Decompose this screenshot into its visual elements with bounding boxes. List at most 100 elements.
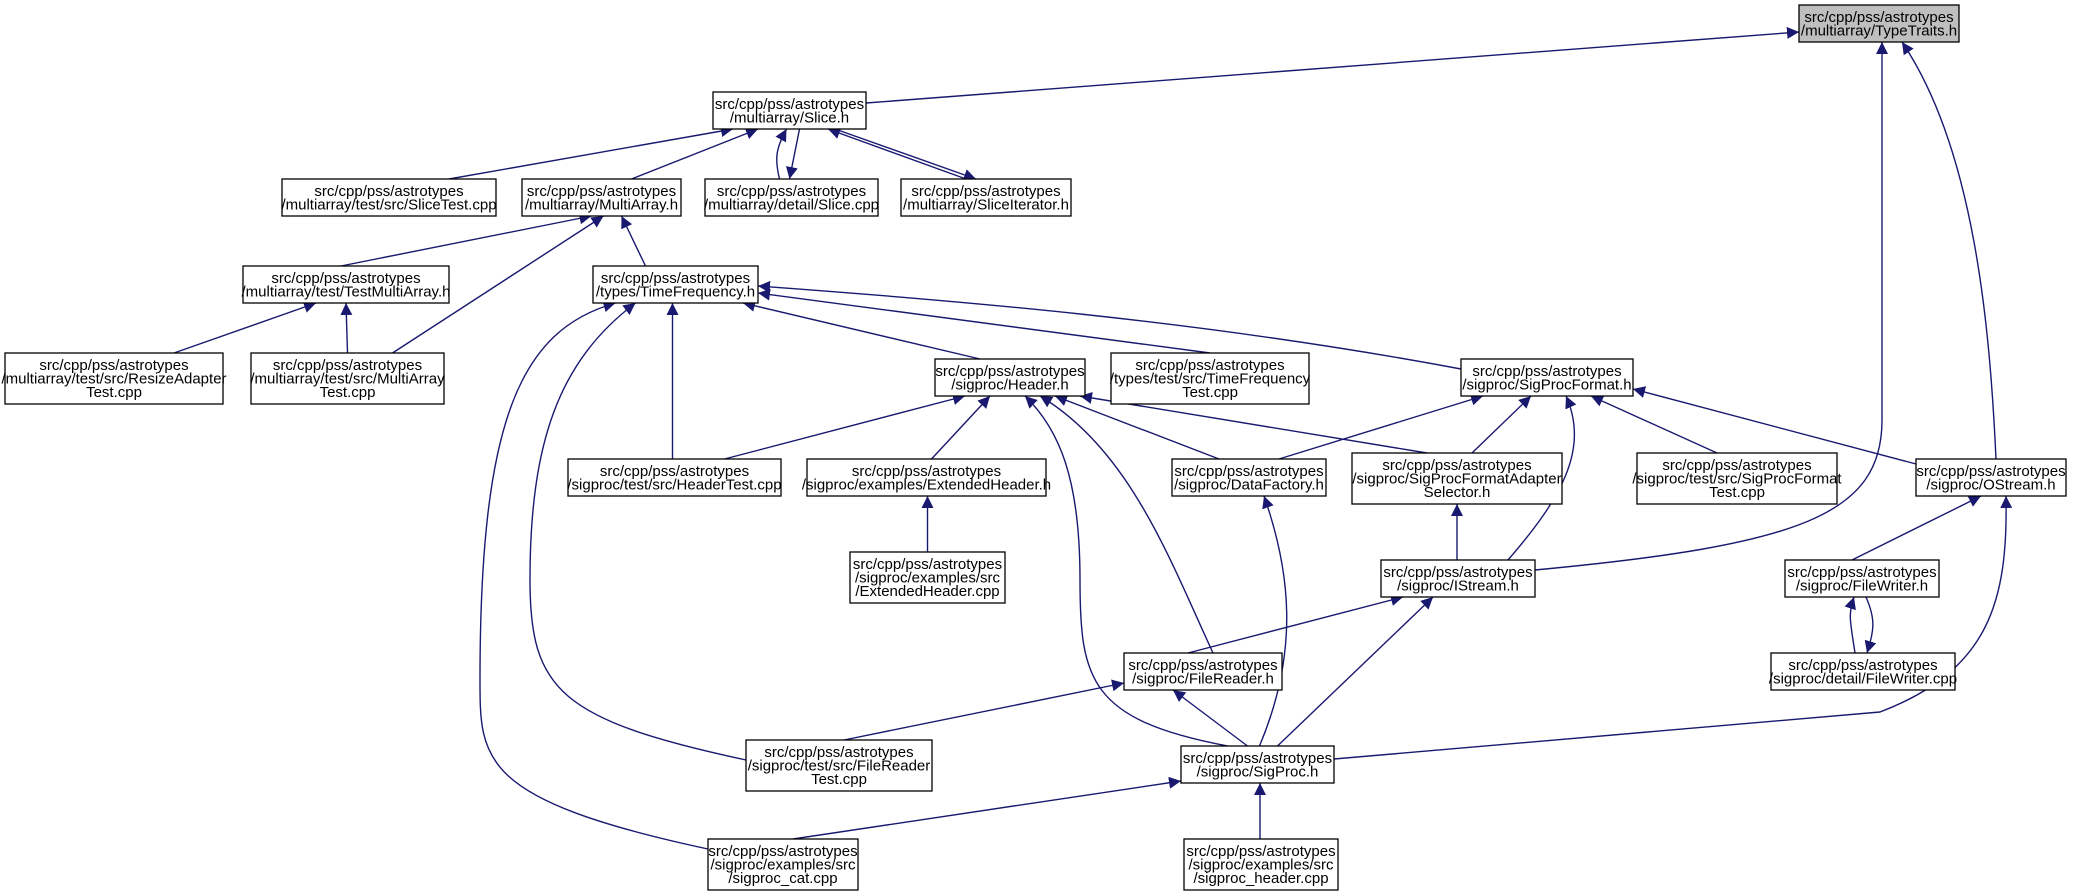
node-multiarraytest[interactable]: src/cpp/pss/astrotypes/multiarray/test/s… bbox=[250, 352, 445, 405]
node-box bbox=[704, 178, 879, 217]
node-sliceiter[interactable]: src/cpp/pss/astrotypes/multiarray/SliceI… bbox=[900, 178, 1072, 217]
node-label-line: Selector.h bbox=[1424, 484, 1491, 501]
node-slicetest[interactable]: src/cpp/pss/astrotypes/multiarray/test/s… bbox=[281, 178, 497, 217]
node-datafactory[interactable]: src/cpp/pss/astrotypes/sigproc/DataFacto… bbox=[1171, 458, 1327, 497]
node-box bbox=[1915, 458, 2067, 497]
edge-extheader_h-to-header_h bbox=[930, 395, 991, 460]
node-label-line: /sigproc/OStream.h bbox=[1926, 476, 2055, 493]
node-label-line: src/cpp/pss/astrotypes bbox=[314, 183, 463, 200]
node-spformattest[interactable]: src/cpp/pss/astrotypes/sigproc/test/src/… bbox=[1632, 452, 1842, 505]
node-label-line: src/cpp/pss/astrotypes bbox=[1135, 357, 1284, 374]
edge-slicetest-to-slice_h bbox=[448, 125, 734, 180]
node-box bbox=[900, 178, 1072, 217]
node-label-line: src/cpp/pss/astrotypes bbox=[852, 463, 1001, 480]
node-label-line: src/cpp/pss/astrotypes bbox=[911, 183, 1060, 200]
node-label-line: /sigproc/Header.h bbox=[951, 376, 1069, 393]
edge-ostream-to-typetraits bbox=[1901, 41, 1997, 460]
node-label-line: src/cpp/pss/astrotypes bbox=[527, 183, 676, 200]
edge-spfadapter-to-sigprocformat bbox=[1471, 395, 1532, 454]
node-box bbox=[1351, 452, 1563, 505]
node-label-line: src/cpp/pss/astrotypes bbox=[1186, 843, 1335, 860]
node-label-line: src/cpp/pss/astrotypes bbox=[715, 96, 864, 113]
node-label-line: /sigproc/examples/src bbox=[710, 857, 856, 874]
node-box bbox=[250, 352, 445, 405]
node-box bbox=[1123, 652, 1283, 691]
node-multiarray_h[interactable]: src/cpp/pss/astrotypes/multiarray/MultiA… bbox=[521, 178, 682, 217]
node-box bbox=[712, 91, 867, 130]
node-extheader_h[interactable]: src/cpp/pss/astrotypes/sigproc/examples/… bbox=[802, 458, 1051, 497]
node-label-line: /types/TimeFrequency.h bbox=[596, 283, 755, 300]
node-slice_h[interactable]: src/cpp/pss/astrotypes/multiarray/Slice.… bbox=[712, 91, 867, 130]
edge-sigproc_h-to-filereader_h bbox=[1172, 689, 1248, 747]
node-label-line: Test.cpp bbox=[1709, 484, 1765, 501]
node-resizeadapter[interactable]: src/cpp/pss/astrotypes/multiarray/test/s… bbox=[1, 352, 227, 405]
node-filewriter_h[interactable]: src/cpp/pss/astrotypes/sigproc/FileWrite… bbox=[1784, 559, 1940, 598]
node-label-line: src/cpp/pss/astrotypes bbox=[600, 463, 749, 480]
node-typetraits[interactable]: src/cpp/pss/astrotypes/multiarray/TypeTr… bbox=[1798, 4, 1960, 43]
node-sigproc_h[interactable]: src/cpp/pss/astrotypes/sigproc/SigProc.h bbox=[1180, 745, 1335, 784]
node-label-line: src/cpp/pss/astrotypes bbox=[39, 357, 188, 374]
node-box bbox=[4, 352, 224, 405]
node-box bbox=[1183, 838, 1339, 891]
node-spfadapter[interactable]: src/cpp/pss/astrotypes/sigproc/SigProcFo… bbox=[1351, 452, 1563, 505]
node-label-line: src/cpp/pss/astrotypes bbox=[1174, 463, 1323, 480]
edge-multiarraytest-to-multiarray_h bbox=[392, 215, 604, 354]
edge-sigproc_cat-to-sigproc_h bbox=[792, 776, 1182, 840]
node-label-line: src/cpp/pss/astrotypes bbox=[1383, 564, 1532, 581]
node-ostream[interactable]: src/cpp/pss/astrotypes/sigproc/OStream.h bbox=[1915, 458, 2067, 497]
node-box bbox=[707, 838, 859, 891]
node-box bbox=[1784, 559, 1940, 598]
node-filereader_h[interactable]: src/cpp/pss/astrotypes/sigproc/FileReade… bbox=[1123, 652, 1283, 691]
node-timefreq[interactable]: src/cpp/pss/astrotypes/types/TimeFrequen… bbox=[592, 265, 759, 304]
node-istream[interactable]: src/cpp/pss/astrotypes/sigproc/IStream.h bbox=[1380, 559, 1536, 598]
node-box bbox=[567, 458, 782, 497]
edge-istream-to-typetraits bbox=[1534, 42, 1888, 571]
node-filewriter_cpp[interactable]: src/cpp/pss/astrotypes/sigproc/detail/Fi… bbox=[1769, 652, 1957, 691]
edge-spfadapter-to-header_h bbox=[1079, 392, 1428, 454]
node-box bbox=[1180, 745, 1335, 784]
node-box bbox=[242, 265, 450, 304]
node-label-line: src/cpp/pss/astrotypes bbox=[1662, 457, 1811, 474]
node-extheader_cpp[interactable]: src/cpp/pss/astrotypes/sigproc/examples/… bbox=[849, 551, 1006, 604]
node-box bbox=[1770, 652, 1956, 691]
edge-slice_h-to-typetraits bbox=[865, 26, 1800, 104]
edge-filewriter_h-to-filewriter_cpp bbox=[1864, 596, 1877, 654]
node-sigprocformat[interactable]: src/cpp/pss/astrotypes/sigproc/SigProcFo… bbox=[1460, 358, 1634, 397]
node-sigproc_header[interactable]: src/cpp/pss/astrotypes/sigproc/examples/… bbox=[1183, 838, 1339, 891]
node-label-line: /multiarray/test/TestMultiArray.h bbox=[242, 283, 451, 300]
node-label-line: /ExtendedHeader.cpp bbox=[855, 583, 999, 600]
node-box bbox=[592, 265, 759, 304]
node-label-line: src/cpp/pss/astrotypes bbox=[717, 183, 866, 200]
node-box bbox=[934, 358, 1086, 397]
edge-filereader_h-to-header_h bbox=[1039, 395, 1214, 654]
edge-slice_h-to-sliceiter bbox=[834, 128, 977, 181]
edge-sliceiter-to-slice_h bbox=[827, 127, 967, 180]
node-box bbox=[1798, 4, 1960, 43]
edge-spformattest-to-sigprocformat bbox=[1590, 395, 1718, 454]
node-label-line: /multiarray/SliceIterator.h bbox=[903, 196, 1069, 213]
node-label-line: /sigproc/DataFactory.h bbox=[1174, 476, 1324, 493]
edge-resizeadapter-to-testmultiarray bbox=[173, 301, 317, 354]
node-label-line: /multiarray/test/src/ResizeAdapter bbox=[1, 371, 226, 388]
edge-sigproc_h-to-istream bbox=[1277, 596, 1434, 747]
node-label-line: src/cpp/pss/astrotypes bbox=[601, 270, 750, 287]
node-testmultiarray[interactable]: src/cpp/pss/astrotypes/multiarray/test/T… bbox=[242, 265, 451, 304]
edge-ostream-to-sigprocformat bbox=[1632, 386, 1917, 465]
edge-sigprocformat-to-timefreq bbox=[757, 280, 1462, 370]
edge-filewriter_cpp-to-filewriter_h bbox=[1844, 596, 1856, 654]
edge-detail_slice-to-slice_h bbox=[775, 128, 788, 180]
node-label-line: /sigproc/FileReader.h bbox=[1132, 670, 1274, 687]
node-box bbox=[521, 178, 682, 217]
node-header_h[interactable]: src/cpp/pss/astrotypes/sigproc/Header.h bbox=[934, 358, 1086, 397]
node-label-line: src/cpp/pss/astrotypes bbox=[1183, 750, 1332, 767]
edge-testmultiarray-to-multiarray_h bbox=[340, 212, 592, 267]
node-sigproc_cat[interactable]: src/cpp/pss/astrotypes/sigproc/examples/… bbox=[707, 838, 859, 891]
node-filereadertest[interactable]: src/cpp/pss/astrotypes/sigproc/test/src/… bbox=[745, 739, 933, 792]
node-detail_slice[interactable]: src/cpp/pss/astrotypes/multiarray/detail… bbox=[704, 178, 879, 217]
node-tftest[interactable]: src/cpp/pss/astrotypes/types/test/src/Ti… bbox=[1110, 352, 1311, 405]
node-label-line: /types/test/src/TimeFrequency bbox=[1110, 371, 1311, 388]
node-label-line: /multiarray/Slice.h bbox=[730, 109, 849, 126]
node-headertest[interactable]: src/cpp/pss/astrotypes/sigproc/test/src/… bbox=[567, 458, 782, 497]
node-label-line: /sigproc/examples/ExtendedHeader.h bbox=[802, 476, 1051, 493]
